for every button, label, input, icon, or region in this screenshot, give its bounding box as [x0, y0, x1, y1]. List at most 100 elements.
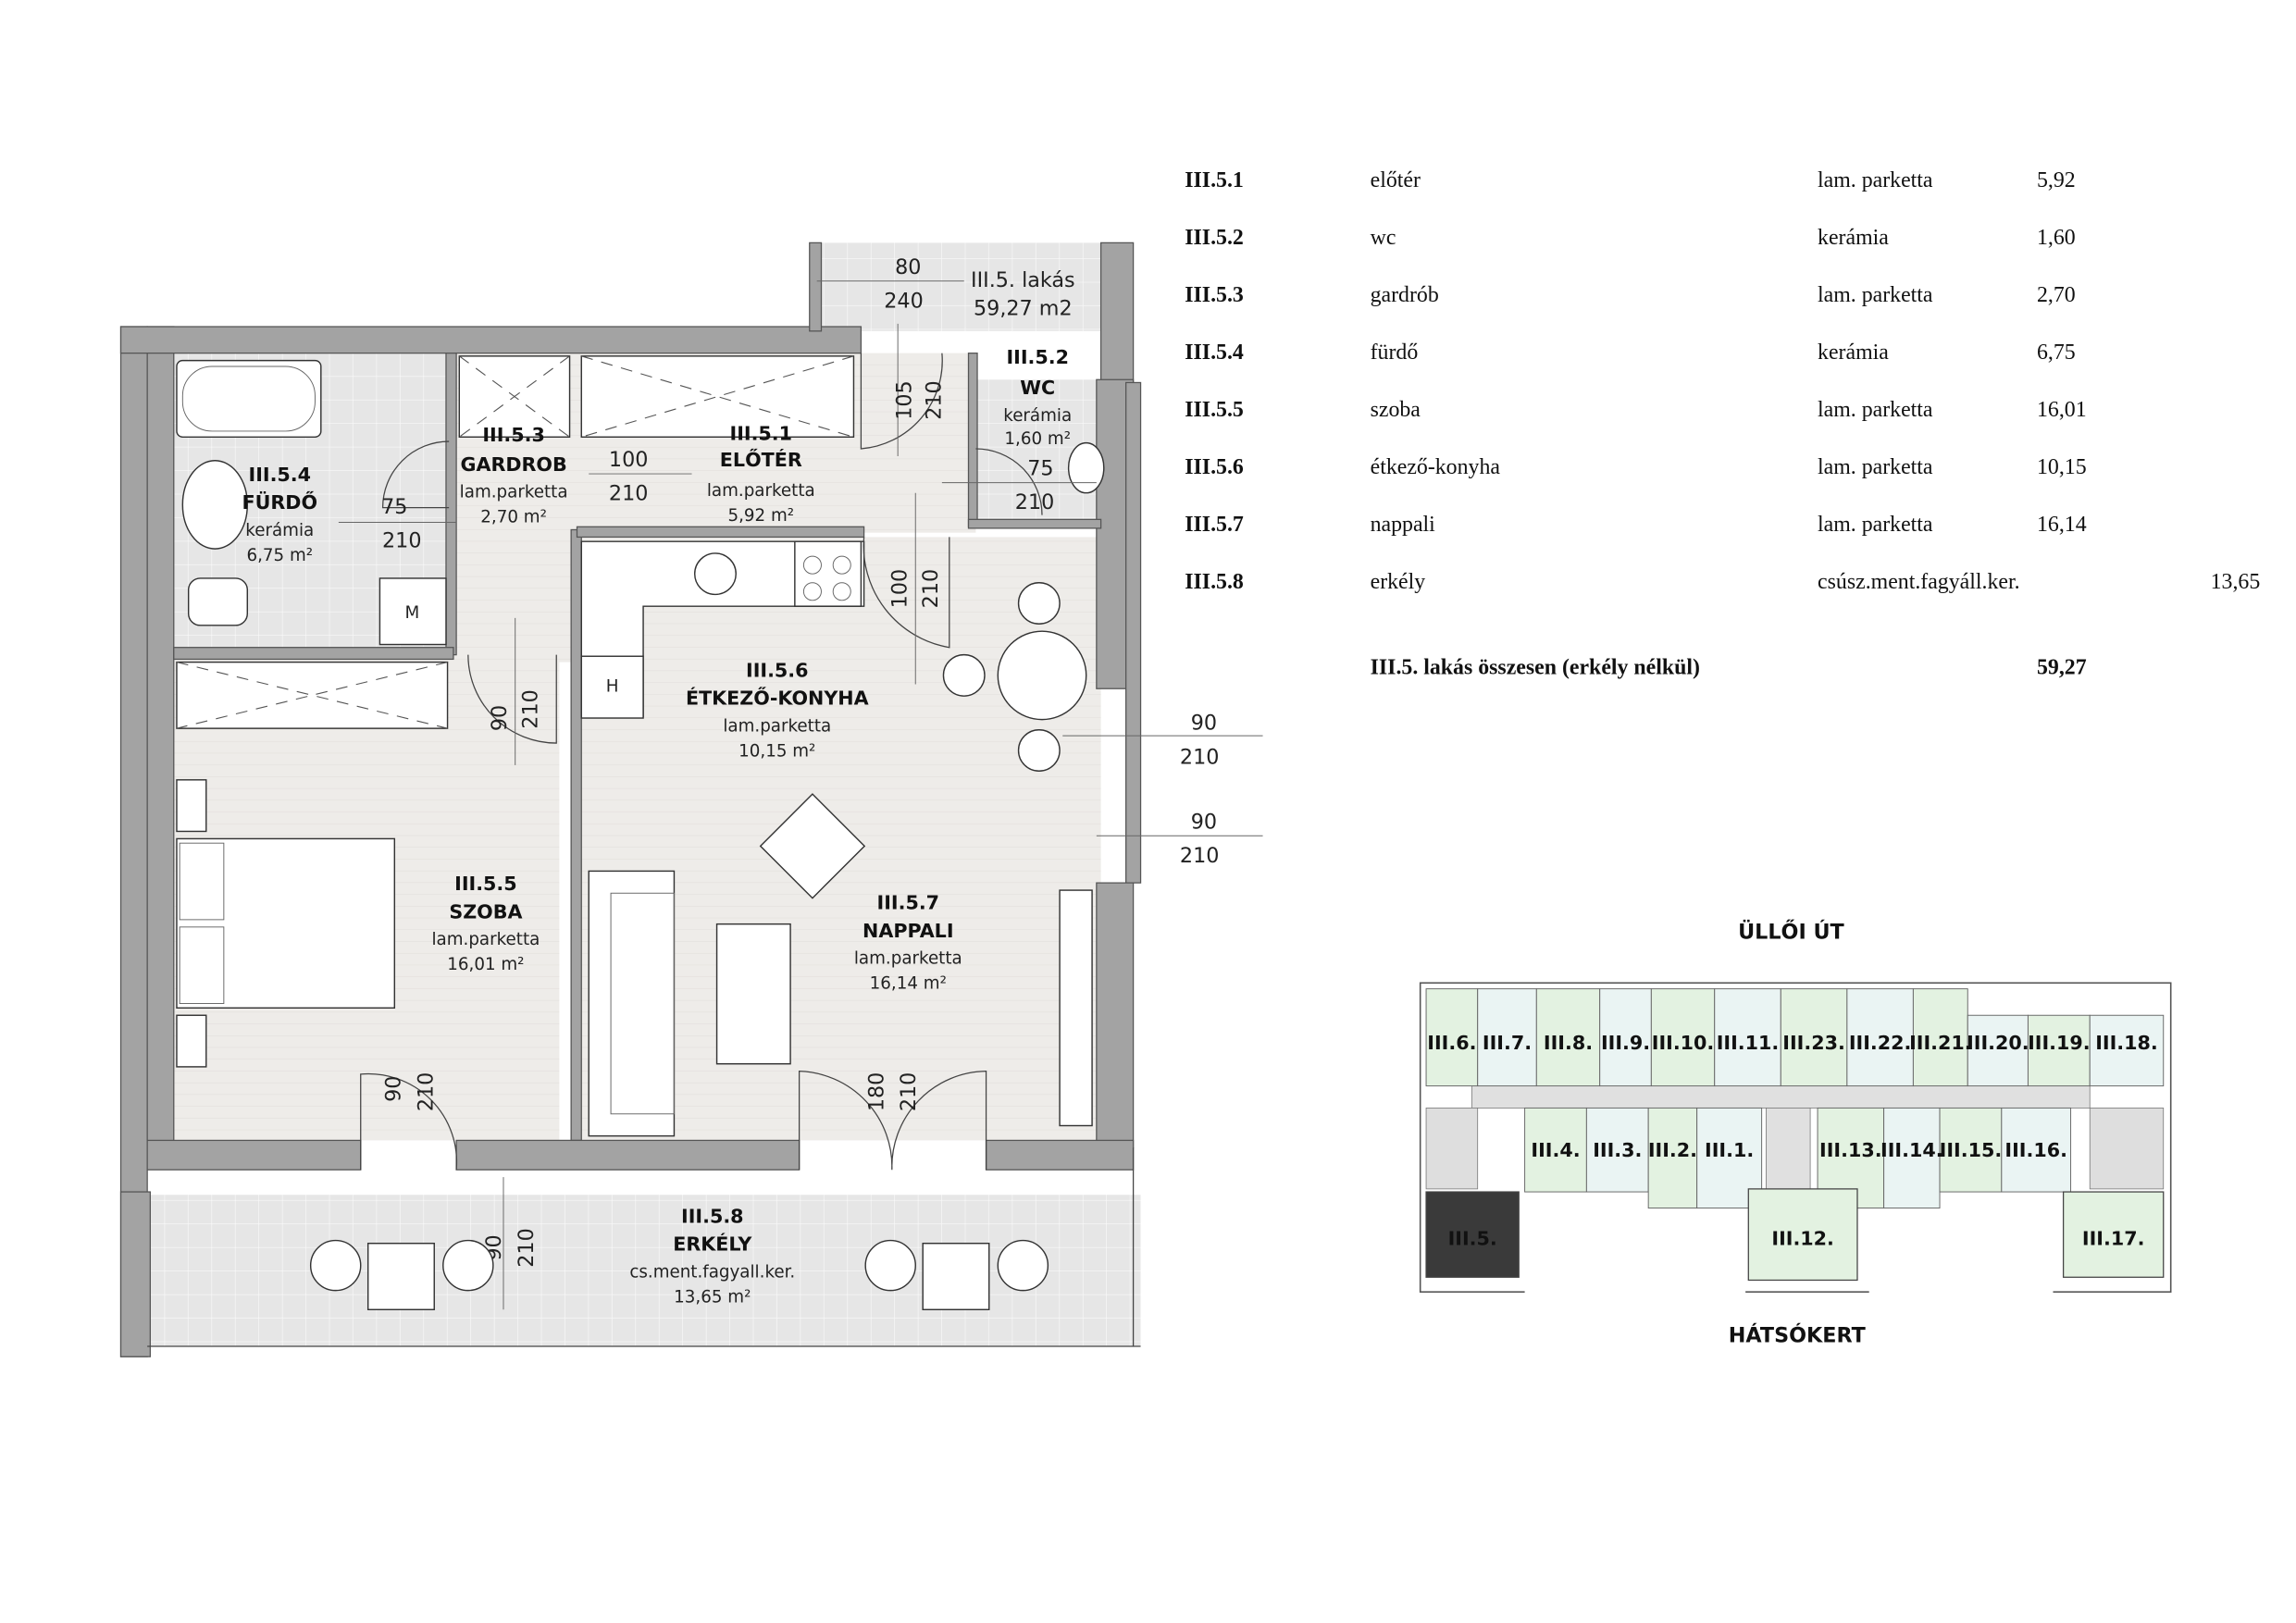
room-floor: lam. parketta [1818, 513, 1933, 537]
washing-machine-label: M [405, 603, 420, 623]
room-label-szoba: III.5.5 SZOBA lam.parketta 16,01 m² [431, 873, 540, 974]
wall-right-lower [1096, 882, 1135, 1148]
room-area: 13,65 m² [674, 1287, 751, 1307]
wc-door[interactable] [975, 448, 1043, 515]
key-unit-label: III.6. [1427, 1032, 1476, 1054]
room-area: 10,15 [2037, 455, 2087, 479]
balcony-table [922, 1243, 990, 1311]
room-area: 10,15 m² [738, 741, 815, 761]
dim-livbal-width: 180 [864, 1072, 888, 1111]
room-id: III.5.7 [877, 892, 940, 914]
room-id: III.5.1 [730, 422, 793, 444]
balcony-chair [309, 1239, 362, 1292]
key-unit-label: III.5. [1448, 1227, 1497, 1249]
key-unit-label: III.3. [1593, 1139, 1642, 1161]
room-id: III.5.4 [1185, 341, 1244, 365]
room-id: III.5.3 [482, 424, 545, 446]
room-name: FÜRDŐ [242, 490, 318, 514]
dining-table [997, 630, 1087, 721]
wall-left-inner [146, 326, 175, 1145]
key-unit-label: III.19. [2028, 1032, 2091, 1054]
wall-wc-left [967, 353, 978, 527]
room-id: III.5.8 [1185, 570, 1244, 594]
dim-wc-height: 210 [1015, 490, 1054, 514]
apartment-plan: M H [119, 242, 1263, 1357]
chair [1017, 729, 1061, 772]
room-id: III.5.8 [681, 1205, 744, 1227]
sofa [588, 870, 676, 1137]
dim-window1-height: 210 [1180, 745, 1219, 769]
dim-bath-width: 75 [381, 495, 407, 519]
room-name: előtér [1371, 168, 1421, 192]
key-unit-label: III.17. [2082, 1227, 2145, 1249]
living-balcony-door[interactable] [798, 1071, 987, 1171]
fridge-label: H [606, 676, 619, 696]
room-id: III.5.5 [454, 873, 517, 895]
bedroom-balcony-door[interactable] [360, 1072, 458, 1171]
key-unit-highlighted [1425, 1191, 1520, 1278]
room-floor: lam.parketta [707, 481, 815, 501]
room-floor: lam.parketta [723, 716, 831, 736]
dim-bedbal-height: 210 [415, 1072, 439, 1111]
key-unit [1912, 988, 1968, 1087]
balcony-chair [997, 1239, 1049, 1292]
balcony-side-wall [119, 1191, 151, 1357]
dim-gardrob-width: 100 [609, 448, 648, 472]
dim-hall-height: 210 [922, 380, 946, 419]
room-floor: kerámia [245, 521, 314, 540]
key-unit-label: III.15. [1940, 1139, 2003, 1161]
room-id: III.5.3 [1185, 283, 1244, 307]
key-unit-label: III.9. [1601, 1032, 1650, 1054]
dim-window2-height: 210 [1180, 844, 1219, 868]
room-floor: lam.parketta [431, 930, 540, 949]
room-area: 1,60 [2037, 226, 2076, 250]
key-unit [1846, 988, 1914, 1087]
kitchen-door[interactable] [863, 537, 950, 649]
key-unit-label: III.1. [1705, 1139, 1754, 1161]
room-floor: lam.parketta [854, 949, 962, 969]
room-id: III.5.1 [1185, 168, 1244, 192]
room-label-erkely: III.5.8 ERKÉLY cs.ment.fagyall.ker. 13,6… [629, 1205, 795, 1307]
dimension-lines [338, 280, 1263, 1310]
apartment-label: III.5. lakás [971, 268, 1075, 292]
bedroom-door[interactable] [467, 654, 557, 744]
key-unit-label: III.13. [1819, 1139, 1882, 1161]
room-area: 5,92 m² [727, 506, 794, 526]
room-name: WC [1020, 377, 1055, 399]
dim-bath-height: 210 [382, 529, 421, 553]
key-unit [1967, 1014, 2029, 1087]
room-floor: lam. parketta [1818, 398, 1933, 422]
total-label: III.5. lakás összesen (erkély nélkül) [1371, 655, 1700, 679]
dim-kitchen-width: 100 [888, 569, 912, 608]
entry-door[interactable] [860, 353, 943, 450]
dim-window2-width: 90 [1191, 810, 1217, 834]
key-unit [1599, 988, 1652, 1087]
room-area: 2,70 m² [480, 508, 547, 527]
room-label-nappali: III.5.7 NAPPALI lam.parketta 16,14 m² [854, 892, 962, 994]
key-unit-label: III.2. [1648, 1139, 1697, 1161]
wall-bath-gardrob [445, 353, 457, 656]
bed [176, 837, 396, 1010]
room-name: étkező-konyha [1371, 455, 1501, 479]
chair [1017, 582, 1061, 625]
room-id: III.5.2 [1185, 226, 1244, 250]
bathroom-door[interactable] [381, 440, 450, 509]
room-name: ÉTKEZŐ-KONYHA [686, 687, 869, 710]
key-unit [1747, 1188, 1858, 1282]
room-name: szoba [1371, 398, 1421, 422]
sink [694, 552, 737, 596]
key-plan [1419, 982, 2172, 1295]
key-unit [1524, 1107, 1587, 1193]
wall-right-window [1125, 381, 1142, 884]
key-unit-label: III.4. [1531, 1139, 1580, 1161]
key-unit [1714, 988, 1781, 1087]
key-unit [1650, 988, 1716, 1087]
room-area: 6,75 m² [246, 546, 313, 565]
dim-livbal-height: 210 [897, 1072, 921, 1111]
wall-hall-bottom [576, 526, 865, 539]
